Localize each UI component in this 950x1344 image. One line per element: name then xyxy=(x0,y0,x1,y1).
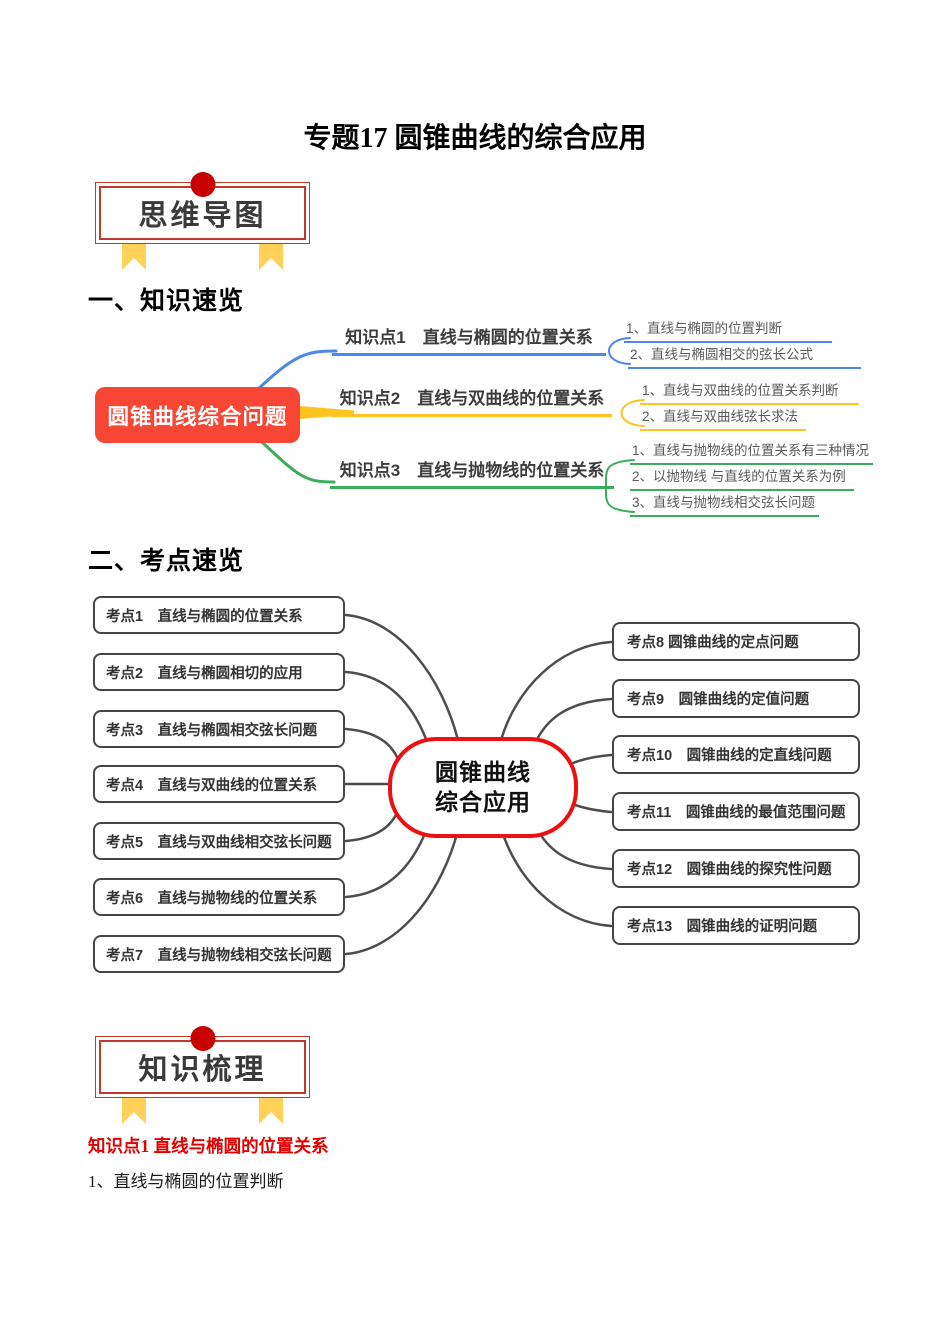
mindmap1-subitem: 3、直线与抛物线相交弦长问题 xyxy=(630,491,820,517)
mindmap1-subitem: 2、以抛物线 与直线的位置关系为例 xyxy=(630,465,854,491)
badge-dot-icon xyxy=(190,1026,215,1051)
badge-label: 知识梳理 xyxy=(138,1054,267,1086)
mindmap1-branch-1-label: 知识点1 直线与椭圆的位置关系 xyxy=(332,323,606,356)
mindmap1-root-node: 圆锥曲线综合问题 xyxy=(95,387,300,443)
knowledge-point-heading: 知识点1 直线与椭圆的位置关系 xyxy=(88,1136,329,1156)
mindmap2-root-line1: 圆锥曲线 xyxy=(435,758,531,785)
mindmap1-subitem: 1、直线与抛物线的位置关系有三种情况 xyxy=(630,439,874,465)
mindmap1-branch-3-label: 知识点3 直线与抛物线的位置关系 xyxy=(330,456,614,489)
knowledge-point-body: 1、直线与椭圆的位置判断 xyxy=(88,1172,284,1191)
badge-frame: 知识梳理 xyxy=(95,1036,310,1098)
exam-point-box-1: 考点1 直线与椭圆的位置关系 xyxy=(93,596,345,634)
exam-point-box-8: 考点8 圆锥曲线的定点问题 xyxy=(612,622,860,661)
section-heading-knowledge-overview: 一、知识速览 xyxy=(88,287,245,315)
exam-point-box-4: 考点4 直线与双曲线的位置关系 xyxy=(93,765,345,803)
exam-point-box-3: 考点3 直线与椭圆相交弦长问题 xyxy=(93,710,345,748)
exam-point-box-6: 考点6 直线与抛物线的位置关系 xyxy=(93,878,345,916)
exam-point-box-13: 考点13 圆锥曲线的证明问题 xyxy=(612,906,860,945)
knowledge-badge: 知识梳理 xyxy=(95,1026,310,1136)
page-title: 专题17 圆锥曲线的综合应用 xyxy=(303,123,647,154)
mindmap1-subitem: 2、直线与双曲线弦长求法 xyxy=(640,405,807,431)
exam-point-box-7: 考点7 直线与抛物线相交弦长问题 xyxy=(93,935,345,973)
section-heading-exam-points-overview: 二、考点速览 xyxy=(88,547,245,575)
mindmap1-subitem: 1、直线与椭圆的位置判断 xyxy=(624,317,833,343)
exam-point-box-9: 考点9 圆锥曲线的定值问题 xyxy=(612,679,860,718)
exam-point-box-11: 考点11 圆锥曲线的最值范围问题 xyxy=(612,792,860,831)
mindmap1-subitem: 1、直线与双曲线的位置关系判断 xyxy=(640,379,859,405)
exam-point-box-12: 考点12 圆锥曲线的探究性问题 xyxy=(612,849,860,888)
exam-point-box-10: 考点10 圆锥曲线的定直线问题 xyxy=(612,735,860,774)
mindmap2-root-line2: 综合应用 xyxy=(435,788,531,815)
mindmap1-subitem: 2、直线与椭圆相交的弦长公式 xyxy=(628,343,862,369)
badge-label: 思维导图 xyxy=(138,200,267,232)
exam-point-box-2: 考点2 直线与椭圆相切的应用 xyxy=(93,653,345,691)
mindmap2-root-node: 圆锥曲线 综合应用 xyxy=(388,737,578,838)
mindmap-badge: 思维导图 xyxy=(95,172,310,282)
exam-point-box-5: 考点5 直线与双曲线相交弦长问题 xyxy=(93,822,345,860)
mindmap1-branch-2-label: 知识点2 直线与双曲线的位置关系 xyxy=(332,384,612,417)
badge-dot-icon xyxy=(190,172,215,197)
